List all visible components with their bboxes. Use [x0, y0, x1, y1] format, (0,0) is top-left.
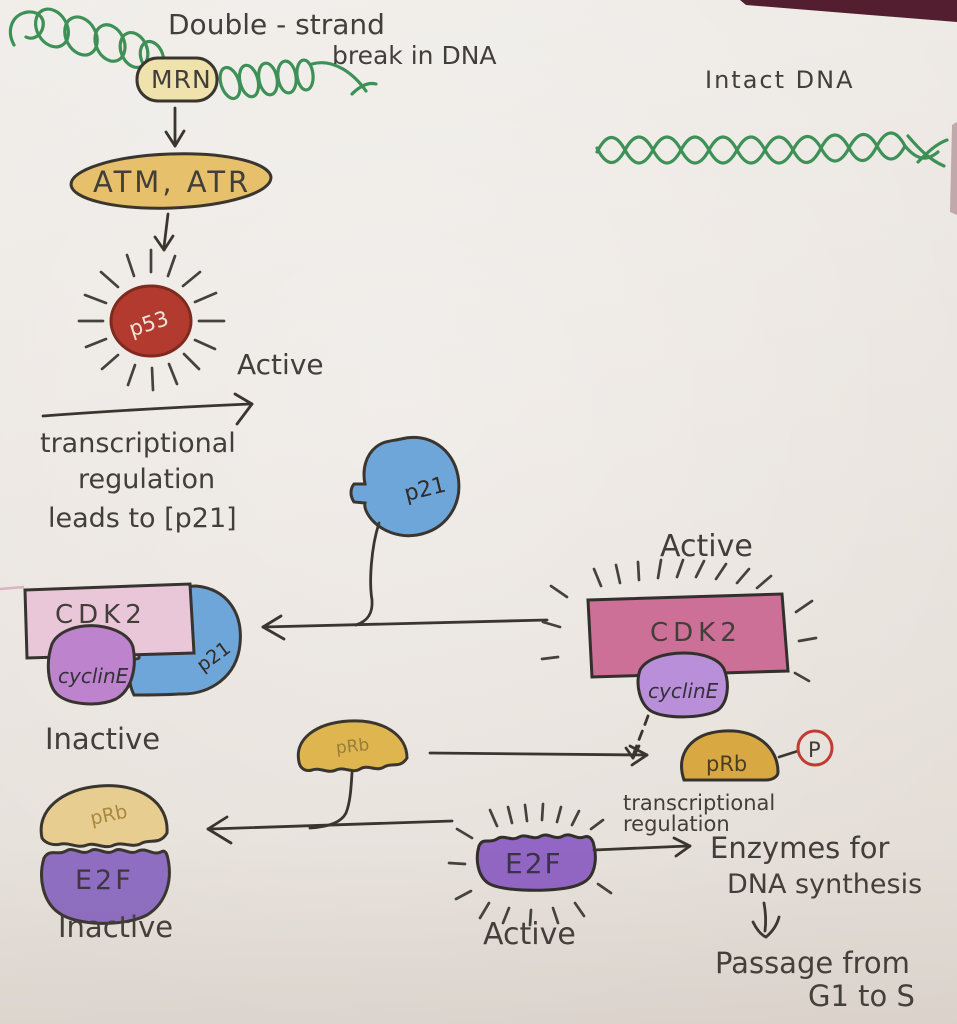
p21-connector-curve [354, 521, 381, 627]
cycline-inactive-blob [46, 624, 136, 706]
transcription-note-line3: leads to [p21] [48, 503, 237, 534]
intact-dna-label: Intact DNA [705, 66, 855, 94]
phosphate-label: P [808, 738, 821, 762]
prb-bound-shape [39, 784, 169, 849]
arrow-atm-to-p53 [153, 212, 175, 252]
e2f-bound-label: E2F [75, 865, 134, 896]
prb-phosphorylated-node: pRb P [680, 729, 834, 782]
phosphate-connector [777, 749, 800, 759]
p53-node [109, 284, 193, 358]
e2f-bound-shape [40, 848, 171, 925]
cdk2-inactive-complex: CDK2 cyclinE p21 [23, 582, 242, 706]
arrow-prb-phosphorylation [428, 744, 649, 767]
cdk2-inactive-state-label: Inactive [45, 722, 160, 756]
mrn-complex: MRN [135, 56, 219, 103]
transcription-note-line2: regulation [78, 464, 215, 495]
double-strand-label-line1: Double - strand [168, 8, 385, 41]
dna-helix-intact [595, 131, 949, 168]
enzymes-label-line1: Enzymes for [710, 831, 889, 865]
arrow-p53-transcription [41, 392, 254, 426]
dna-helix-broken-right [218, 58, 378, 101]
e2f-active-node: E2F [475, 833, 597, 892]
photo-background-edge [950, 122, 957, 215]
arrow-inhibit-cdk2 [261, 614, 549, 641]
atm-atr-node: ATM, ATR [69, 152, 273, 210]
atm-atr-label: ATM, ATR [93, 165, 251, 199]
mrn-label: MRN [151, 65, 212, 94]
p53-active-burst: p53 [77, 248, 226, 392]
prb-phos-label: pRb [706, 752, 747, 776]
prb-phos-shape [680, 729, 780, 782]
prb-e2f-inactive-complex: pRb E2F [39, 784, 171, 925]
transcription-note-line1: transcriptional [40, 428, 236, 459]
arrow-e2f-transcription [592, 836, 692, 858]
prb-e2f-state-label: Inactive [58, 910, 173, 944]
transcription-note2-line2: regulation [623, 812, 730, 836]
cycline-active-blob [636, 651, 729, 719]
e2f-active-label: E2F [505, 847, 563, 880]
passage-label-line1: Passage from [715, 946, 910, 980]
arrow-sequester-e2f [206, 815, 454, 845]
cdk2-active-state-label: Active [660, 529, 753, 564]
e2f-active-rays [447, 802, 613, 927]
passage-label-line2: G1 to S [808, 979, 915, 1013]
enzymes-label-line2: DNA synthesis [727, 869, 922, 900]
e2f-active-state-label: Active [483, 917, 576, 952]
cdk2-active-label: CDK2 [650, 618, 742, 648]
cdk2-active-rays [540, 558, 818, 683]
cycline-inactive-label: cyclinE [58, 664, 129, 688]
transcription-note2-line1: transcriptional [623, 791, 775, 815]
prb-free-label: pRb [335, 735, 370, 758]
cdk2-inactive-label: CDK2 [55, 600, 147, 630]
cycline-active-label: cyclinE [648, 679, 719, 703]
p53-state-label: Active [237, 348, 324, 381]
p21-free-node: p21 [349, 436, 461, 538]
arrow-mrn-to-atm [164, 106, 186, 148]
cdk2-active-complex: CDK2 cyclinE [586, 592, 790, 719]
phosphate-circle [796, 729, 834, 767]
prb-connector-curve [308, 771, 354, 830]
double-strand-label-line2: break in DNA [332, 41, 497, 70]
photo-background-corner [740, 0, 957, 22]
stray-pencil-mark [0, 585, 25, 591]
arrow-enzymes-to-passage [751, 901, 781, 939]
p53-rays [77, 248, 226, 392]
prb-free-node: pRb [296, 719, 409, 830]
